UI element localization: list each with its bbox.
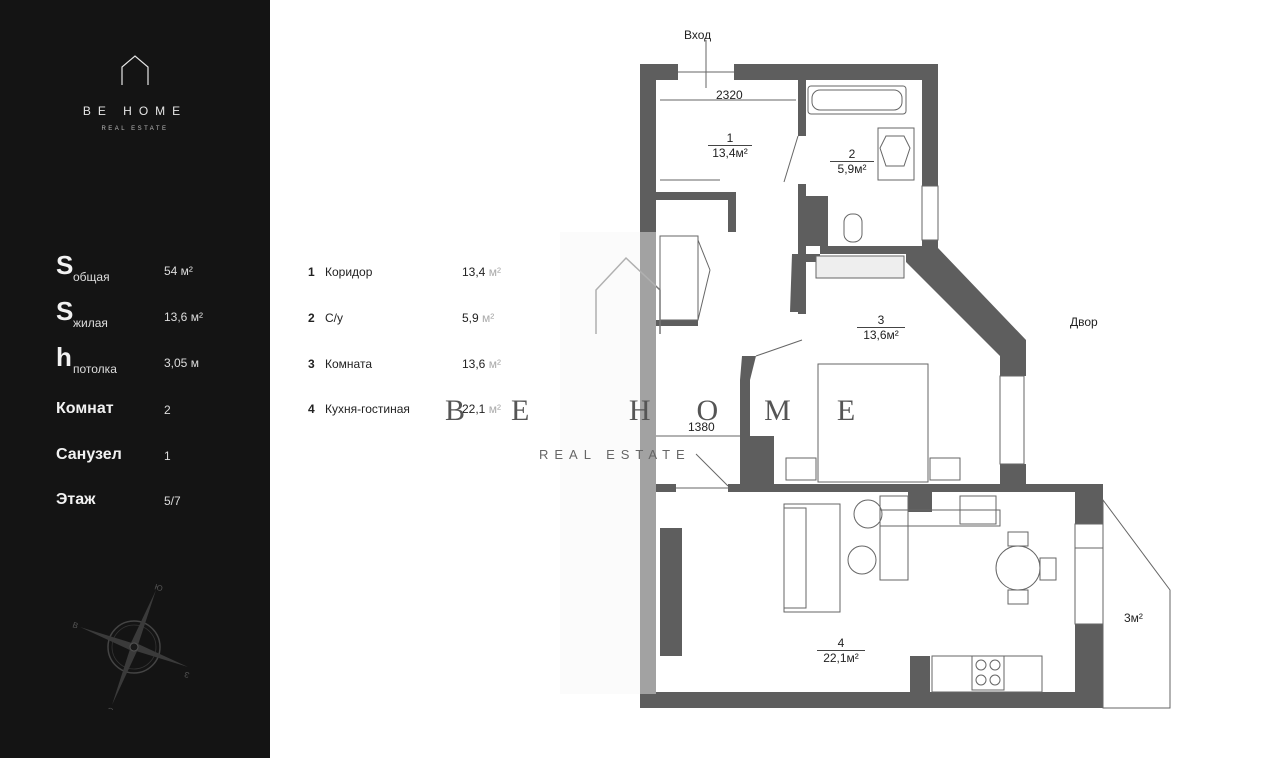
yard-label: Двор <box>1070 315 1098 329</box>
room-num: 4 <box>308 402 315 416</box>
stat-subscript: потолка <box>73 362 117 376</box>
compass-letter-north: С <box>106 705 114 710</box>
room-name: Комната <box>325 357 372 371</box>
stat-value: 13,6 м² <box>164 310 203 324</box>
room-area: 5,9 м² <box>462 311 495 325</box>
watermark-brand: BE HOME <box>445 394 902 427</box>
entrance-label: Вход <box>684 28 712 42</box>
brand-subtitle: REAL ESTATE <box>101 126 169 132</box>
stat-subscript: общая <box>73 270 110 284</box>
compass-letter-south: Ю <box>153 582 163 593</box>
sidebar-panel: BE HOME REAL ESTATE S общая 54 м² S жила… <box>0 0 270 758</box>
compass-icon: Ю В З С <box>71 582 191 710</box>
house-logo-icon <box>121 55 149 85</box>
dimension-mid: 1380 <box>688 420 715 434</box>
stat-value: 54 м² <box>164 264 193 278</box>
stat-label: Комнат <box>56 400 114 417</box>
dimension-top: 2320 <box>716 88 743 102</box>
stat-symbol: S <box>56 250 74 280</box>
room-num: 3 <box>308 357 315 371</box>
room-num: 1 <box>308 265 315 279</box>
watermark-house-icon <box>595 256 661 334</box>
stat-value: 3,05 м <box>164 356 199 370</box>
compass-letter-east: В <box>71 620 79 630</box>
room-name: Коридор <box>325 265 373 279</box>
stat-value: 1 <box>164 449 171 463</box>
room-name: С/у <box>325 311 343 325</box>
stat-symbol: h <box>56 342 72 372</box>
stat-symbol: S <box>56 296 74 326</box>
watermark-box <box>560 232 656 694</box>
stat-label: Санузел <box>56 446 122 463</box>
balcony-area: 3м² <box>1124 611 1143 625</box>
brand-name: BE HOME <box>82 104 188 118</box>
room-area: 22,1 м² <box>462 402 501 416</box>
stat-value: 5/7 <box>164 494 181 508</box>
stat-subscript: жилая <box>73 316 108 330</box>
room-area: 13,4 м² <box>462 265 501 279</box>
room-name: Кухня-гостиная <box>325 402 410 416</box>
plan-fixtures <box>656 40 1171 709</box>
room-area: 13,6 м² <box>462 357 501 371</box>
room-num: 2 <box>308 311 315 325</box>
floor-plan <box>560 40 1171 709</box>
plan-walls <box>640 64 1103 708</box>
stat-value: 2 <box>164 403 171 417</box>
stat-label: Этаж <box>56 491 96 508</box>
watermark-subtitle: REAL ESTATE <box>539 447 691 462</box>
compass-letter-west: З <box>183 670 191 680</box>
